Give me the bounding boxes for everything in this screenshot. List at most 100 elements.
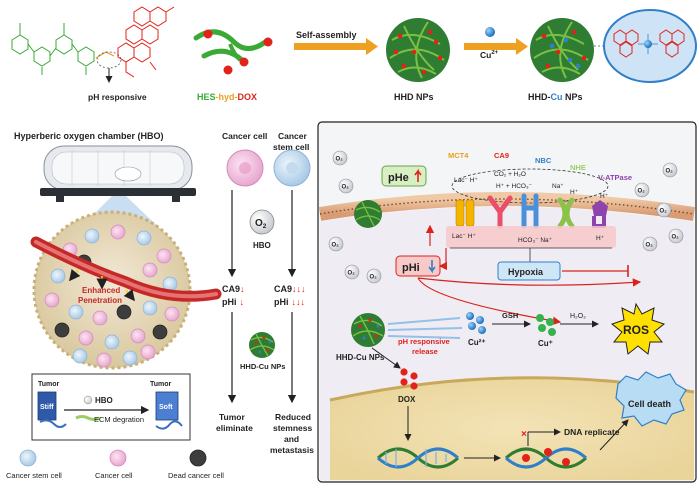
o2-bubble-icon xyxy=(656,202,672,218)
enhanced-label: Enhanced xyxy=(82,286,120,295)
ph-responsive-release-1: pH responsive xyxy=(398,337,450,346)
legend-dead-cancer-cell: Dead cancer cell xyxy=(168,471,224,480)
h2o2-label: H₂O₂ xyxy=(570,313,586,320)
dna-replicate-label: DNA replicate xyxy=(564,427,620,437)
tumor-dead-cell xyxy=(152,324,168,340)
ph-responsive-release-2: release xyxy=(412,347,438,356)
hes-hyd-dox-polymer: HES-hyd-DOX xyxy=(193,29,273,102)
dox-label: DOX xyxy=(398,395,416,404)
hypoxia-label: Hypoxia xyxy=(508,267,544,277)
o2-bubble-label: O₂ xyxy=(672,235,680,241)
o2-bubble-label: O₂ xyxy=(370,275,378,281)
phi-left: pHi↓ xyxy=(222,297,244,307)
tumor-eliminate-2: eliminate xyxy=(216,423,253,433)
o2-bubble-icon xyxy=(668,228,684,244)
phi-label: pHi xyxy=(402,262,420,274)
phe-up-arrow xyxy=(414,168,422,182)
hhd-nanoparticle: HHD NPs xyxy=(386,18,450,102)
tumor-soft-label: Tumor xyxy=(150,381,172,388)
o2-bubble-label: O₂ xyxy=(660,209,668,215)
o2-bubble-icon xyxy=(366,268,382,284)
o2-bubble-icon xyxy=(634,182,650,198)
o2-bubble-icon xyxy=(249,209,275,235)
cu-addition-arrow: Cu2+ xyxy=(464,27,528,60)
tumor-cancer-cell xyxy=(156,248,172,264)
ca9-label: CA9 xyxy=(494,151,509,160)
molecule-structure: pH responsive xyxy=(11,6,175,102)
vatpase-label: V-ATPase xyxy=(598,173,632,182)
dna-helix-left xyxy=(376,447,460,469)
cell-death-label: Cell death xyxy=(628,399,671,409)
hypoxia-box xyxy=(497,261,561,281)
o2-label: O2 xyxy=(255,218,267,230)
ecm-degration-label: ECM degration xyxy=(94,415,144,424)
cu-ion-icon xyxy=(485,27,495,37)
nbc-transporter xyxy=(521,193,539,229)
phe-label: pHe↓ xyxy=(388,172,409,184)
gsh-label: GSH xyxy=(502,311,518,320)
cell-death-burst xyxy=(615,371,687,427)
ros-burst xyxy=(610,302,666,355)
nhe-transporter xyxy=(557,197,575,229)
hhd-cu-nps-label: HHD-Cu NPs xyxy=(528,92,583,102)
self-assembly-label: Self-assembly xyxy=(296,30,357,40)
h-top-nhe: H⁺ xyxy=(570,189,579,196)
o2-small-icon xyxy=(83,395,93,405)
o2-bubble-label: O₂ xyxy=(646,243,654,249)
cu2-ion-cluster xyxy=(466,312,486,334)
tumor-stem-cell xyxy=(84,228,100,244)
tumor-eliminate-1: Tumor xyxy=(219,412,246,422)
o2-bubble-icon xyxy=(642,236,658,252)
ph-responsive-label: pH responsive xyxy=(88,92,147,102)
o2-bubble-icon xyxy=(662,162,678,178)
o2-bubble-icon xyxy=(328,236,344,252)
o2-bubble-label: O₂ xyxy=(342,185,350,191)
cu2-label: Cu²⁺ xyxy=(468,338,486,347)
cancer-cell-title: Cancer cell xyxy=(222,131,267,141)
stiff-label: Stiff xyxy=(40,404,54,411)
lac-h-bottom: Lac⁻ H⁺ xyxy=(452,233,476,240)
cu-plus-cluster xyxy=(536,314,556,336)
hyd-text: -hyd- xyxy=(216,92,238,102)
ca9-protein xyxy=(487,195,513,229)
ros-label: ROS xyxy=(623,323,649,337)
mct4-label: MCT4 xyxy=(448,151,469,160)
h-top-v: H⁺ xyxy=(600,193,609,200)
right-hhd-cu-nps-label: HHD-Cu NPs xyxy=(336,353,385,362)
tumor-sphere: Enhanced Penetration xyxy=(30,210,222,370)
phi-right: pHi↓↓↓ xyxy=(274,297,305,307)
hbo-title: Hyperberic oxygen chamber (HBO) xyxy=(14,131,164,141)
reduced-1: Reduced xyxy=(275,412,311,422)
reduced-2: stemness xyxy=(273,423,312,433)
cancer-stem-cell-icon xyxy=(19,449,37,467)
ca9-left: CA9↓ xyxy=(222,284,245,294)
tumor-cancer-cell xyxy=(130,328,146,344)
hhd-nps-label: HHD NPs xyxy=(394,92,434,102)
ecm-stiffness-inset: Tumor Stiff Tumor Soft HBO ECM degration xyxy=(31,373,191,441)
mid-hbo-label: HBO xyxy=(253,241,271,250)
o2-bubble-icon xyxy=(344,264,360,280)
hco3-na: HCO₃⁻ Na⁺ xyxy=(518,237,553,244)
o2-bubble-icon xyxy=(332,150,348,166)
mct4-transporter xyxy=(455,199,465,227)
co2-h2o: CO₂ + H₂O xyxy=(494,171,526,178)
o2-bubble-icon xyxy=(338,178,354,194)
mouse-icon xyxy=(114,166,142,182)
tumor-cancer-cell xyxy=(110,224,126,240)
o2-bubble-label: O₂ xyxy=(666,169,674,175)
tumor-cancer-cell xyxy=(164,306,180,322)
cancer-stem-title-2: stem cell xyxy=(273,142,309,152)
hhd-cu-nanoparticle: HHD-Cu NPs xyxy=(528,18,606,102)
mid-hhd-cu-nps-label: HHD-Cu NPs xyxy=(240,362,285,371)
tumor-dead-cell xyxy=(116,304,132,320)
legend-cancer-cell: Cancer cell xyxy=(95,471,133,480)
dna-helix-right xyxy=(504,447,588,469)
mechanism-column: Cancer cell Cancer stem cell O2 HBO CA9↓… xyxy=(216,131,314,455)
tumor-stem-cell xyxy=(104,334,120,350)
tumor-stiff-label: Tumor xyxy=(38,381,60,388)
replication-block-x: × xyxy=(521,429,527,440)
tumor-cancer-cell xyxy=(142,262,158,278)
tumor-stem-cell xyxy=(136,230,152,246)
